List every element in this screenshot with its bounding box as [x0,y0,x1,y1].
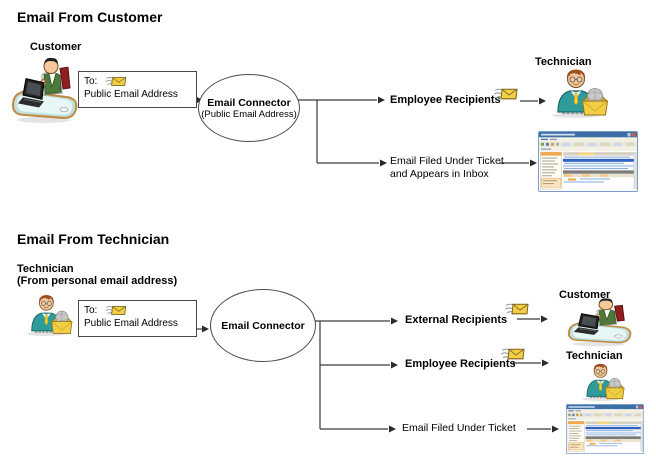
sent-mail-icon [105,303,127,317]
technician-label: Technician [17,263,74,275]
customer-label: Customer [30,41,82,53]
to-address: Public Email Address [84,318,178,329]
to-prefix: To: [84,75,98,87]
email-connector-node: Email Connector (Public Email Address) [198,74,300,142]
sent-mail-icon [505,300,529,317]
filed-under-ticket-label-line2: and Appears in Inbox [390,168,489,180]
filed-under-ticket-label-line1: Email Filed Under Ticket [390,155,504,167]
ticket-app-window-icon [566,404,644,454]
customer-at-laptop-icon [564,297,634,347]
email-to-box: To: Public Email Address [78,71,197,108]
technician-with-envelope-icon [22,292,74,336]
connector-detail: (Public Email Address) [201,108,297,120]
technician-sublabel: (From personal email address) [17,275,178,287]
external-recipients-label: External Recipients [405,314,508,326]
filed-under-ticket-label: Email Filed Under Ticket [402,422,516,434]
sent-mail-icon [501,345,525,362]
section-title: Email From Technician [17,231,170,247]
technician-with-envelope-icon [578,361,626,401]
connector-name: Email Connector [207,96,291,109]
email-to-box: To: Public Email Address [78,300,197,337]
connector-name: Email Connector [221,319,305,332]
to-prefix: To: [84,304,98,316]
section-title: Email From Customer [17,9,163,25]
employee-recipients-label: Employee Recipients [390,94,501,106]
to-address: Public Email Address [84,89,178,100]
customer-label: Customer [559,289,611,301]
technician-label: Technician [566,350,623,362]
email-connector-node: Email Connector [210,289,316,362]
employee-recipients-label: Employee Recipients [405,358,516,370]
technician-label: Technician [535,56,592,68]
